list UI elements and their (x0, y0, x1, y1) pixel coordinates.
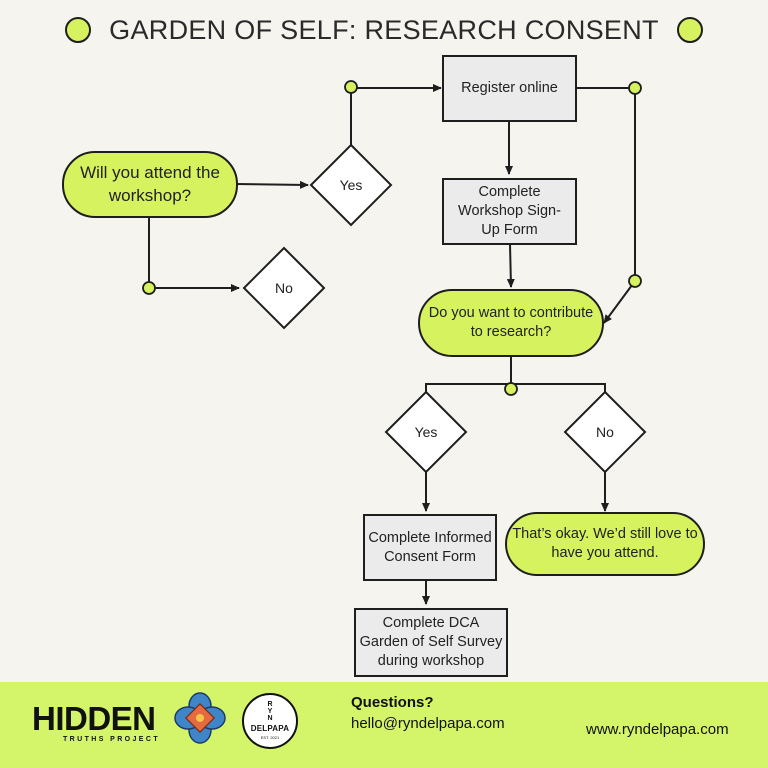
seal-sub-text: EST. 2021 (260, 735, 280, 740)
edge-register-to-research (576, 87, 636, 324)
research-question-shape (418, 289, 604, 357)
survey-label: Complete DCA Garden of Self Survey durin… (359, 615, 503, 669)
yes-research-diamond (384, 390, 468, 474)
edge-yes-to-register (350, 84, 442, 145)
consent-box-shape (363, 514, 497, 581)
workshop-signup-label: Complete Workshop Sign-Up Form (458, 184, 561, 238)
junction-dot (628, 81, 642, 95)
yes-attend-label: Yes (339, 176, 363, 193)
junction-dot (628, 274, 642, 288)
hidden-logo-text: HIDDEN (32, 700, 156, 737)
junction-dot (142, 281, 156, 295)
attend-question-shape (62, 151, 238, 218)
hidden-truths-logo: HIDDEN TRUTHS PROJECT (32, 702, 160, 743)
consent-form-label: Complete Informed Consent Form (368, 529, 492, 565)
edge-signup-to-research (506, 243, 515, 288)
title-dot-left (65, 17, 92, 43)
hidden-logo-subtext: TRUTHS PROJECT (63, 736, 160, 743)
signup-box-shape (442, 178, 577, 245)
footer: HIDDEN TRUTHS PROJECT (0, 682, 768, 768)
yes-attend-diamond (309, 143, 393, 227)
research-question-label: Do you want to contribute to research? (428, 305, 594, 340)
still-attend-shape (505, 512, 705, 576)
yes-research-label: Yes (414, 423, 438, 440)
no-attend-label: No (275, 279, 293, 296)
header: GARDEN OF SELF: RESEARCH CONSENT (0, 6, 768, 54)
register-box-shape (442, 55, 577, 122)
page-title: GARDEN OF SELF: RESEARCH CONSENT (109, 14, 659, 45)
register-online-label: Register online (461, 80, 558, 97)
attend-question-label: Will you attend the workshop? (80, 163, 220, 205)
still-attend-label: That’s okay. We’d still love to have you… (512, 526, 698, 561)
junction-dots (142, 80, 642, 396)
title-dot-right (676, 17, 703, 43)
no-attend-diamond (242, 246, 326, 330)
seal-main-text: DELPAPA (250, 724, 290, 733)
flowchart-diagram (62, 55, 705, 677)
edge-attend-to-no (148, 216, 240, 292)
no-research-diamond (563, 390, 647, 474)
questions-label: Questions? (351, 694, 434, 711)
junction-dot (504, 382, 518, 396)
edge-attend-to-yes (235, 180, 309, 189)
no-research-label: No (596, 423, 614, 440)
junction-dot (344, 80, 358, 94)
flower-logo-icon (174, 692, 226, 744)
contact-email-link[interactable]: hello@ryndelpapa.com (351, 715, 505, 732)
website-link[interactable]: www.ryndelpapa.com (586, 721, 729, 738)
survey-box-shape (354, 608, 508, 677)
